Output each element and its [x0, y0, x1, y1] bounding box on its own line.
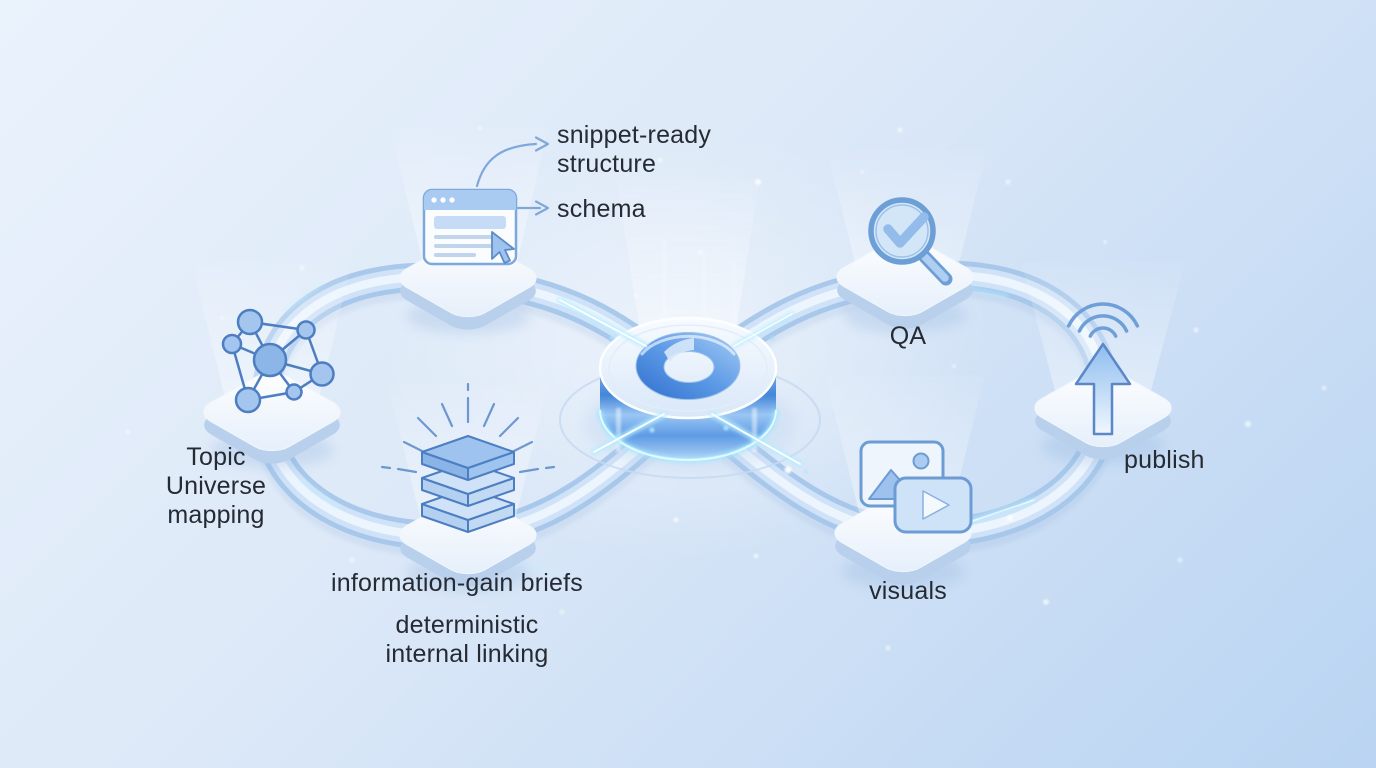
label-schema: schema — [557, 195, 646, 223]
label-topic-universe-mapping: Topic Universe mapping — [165, 443, 267, 529]
browser-window-icon — [422, 188, 518, 266]
swirl-disc-icon — [635, 332, 741, 400]
layer-stack-icon — [380, 382, 556, 533]
network-graph-icon — [221, 308, 335, 414]
label-information-gain-briefs: information-gain briefs — [331, 569, 583, 597]
sunburst-rays — [380, 382, 556, 474]
magnifier-check-icon — [868, 197, 953, 286]
play-button-icon — [893, 476, 973, 534]
cursor-pointer-icon — [491, 231, 515, 264]
broadcast-upload-icon — [1066, 302, 1140, 436]
label-publish: publish — [1124, 446, 1205, 474]
image-video-icon — [859, 440, 973, 534]
label-qa: QA — [889, 322, 927, 350]
label-snippet-ready-structure: snippet-ready structure — [557, 121, 712, 178]
label-visuals: visuals — [869, 577, 947, 605]
callout-arrow-schema — [516, 200, 550, 216]
callout-arrow-snippet — [475, 136, 550, 188]
sparkles — [125, 126, 1327, 651]
hub-disc — [559, 316, 821, 479]
label-deterministic-internal-linking: deterministic internal linking — [385, 611, 549, 668]
